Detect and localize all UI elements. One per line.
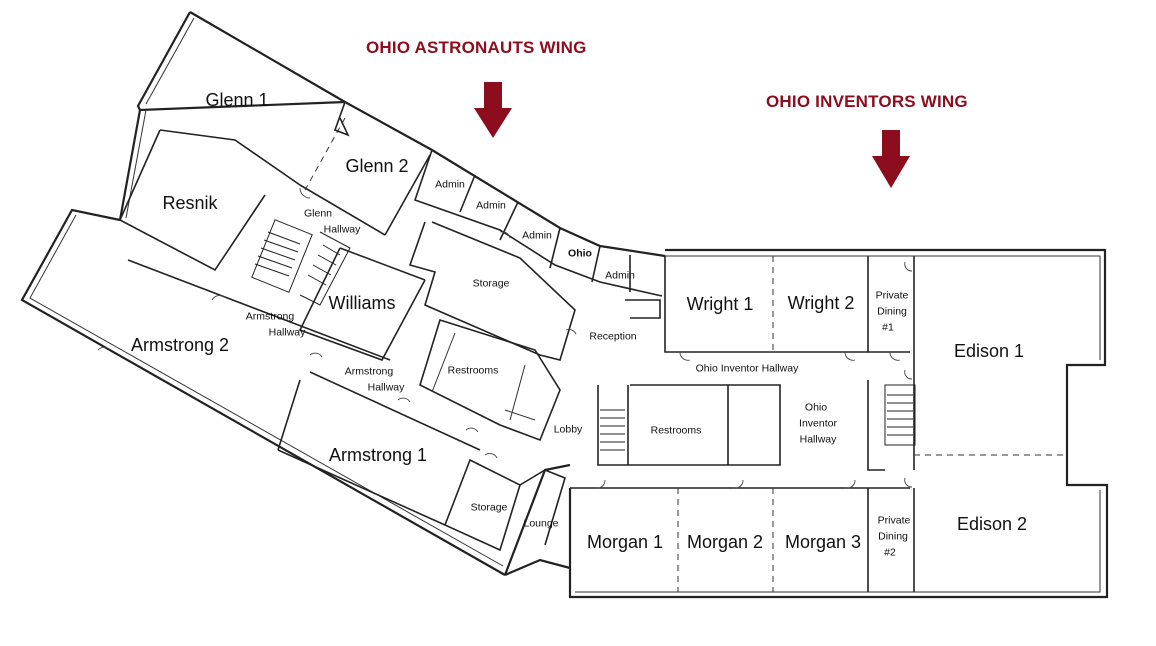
room-admin-1[interactable]: Admin	[435, 178, 465, 191]
room-edison-2[interactable]: Edison 2	[956, 513, 1028, 534]
room-glenn-2[interactable]: Glenn 2	[345, 155, 409, 176]
private-dining-1-label-2[interactable]: Dining	[877, 305, 907, 318]
room-edison-1[interactable]: Edison 1	[953, 340, 1025, 361]
inventors-wing-arrow	[872, 130, 910, 188]
glenn-hallway-label-1: Glenn	[303, 207, 333, 220]
armstrong-hallway-2-label-1: Armstrong	[344, 365, 394, 378]
room-armstrong-2[interactable]: Armstrong 2	[130, 334, 230, 355]
room-restrooms-1[interactable]: Restrooms	[447, 364, 499, 377]
ohio-inventor-hallway-label: Ohio Inventor Hallway	[695, 362, 799, 375]
room-admin-2[interactable]: Admin	[476, 199, 506, 212]
room-storage-2[interactable]: Storage	[470, 501, 508, 514]
room-restrooms-2[interactable]: Restrooms	[650, 424, 702, 437]
doors	[97, 187, 913, 489]
private-dining-2-label-1[interactable]: Private	[877, 514, 911, 527]
astronauts-wing-arrow	[474, 82, 512, 138]
room-armstrong-1[interactable]: Armstrong 1	[328, 444, 428, 465]
room-morgan-3[interactable]: Morgan 3	[784, 531, 862, 552]
armstrong-hallway-1-label-2: Hallway	[268, 326, 306, 339]
room-admin-4[interactable]: Admin	[605, 269, 635, 282]
room-reception[interactable]: Reception	[589, 330, 637, 343]
ohio-inventor-hallway-v-label-3: Hallway	[799, 433, 837, 446]
room-lobby[interactable]: Lobby	[553, 423, 583, 436]
room-storage-1[interactable]: Storage	[472, 277, 510, 290]
private-dining-2-label-2[interactable]: Dining	[878, 530, 908, 543]
room-admin-3[interactable]: Admin	[522, 229, 552, 242]
room-resnik[interactable]: Resnik	[162, 192, 218, 213]
inventors-wing-title: OHIO INVENTORS WING	[766, 92, 968, 111]
room-morgan-1[interactable]: Morgan 1	[586, 531, 664, 552]
private-dining-1-label-3[interactable]: #1	[882, 321, 894, 334]
room-morgan-2[interactable]: Morgan 2	[686, 531, 764, 552]
room-ohio[interactable]: Ohio	[568, 247, 592, 260]
private-dining-1-label-1[interactable]: Private	[875, 289, 909, 302]
inventors-wing-walls	[568, 248, 1109, 599]
astronauts-wing-walls	[20, 11, 666, 577]
room-lounge[interactable]: Lounge	[523, 517, 559, 530]
glenn-hallway-label-2: Hallway	[323, 223, 361, 236]
room-williams[interactable]: Williams	[328, 292, 396, 313]
astronauts-wing-title: OHIO ASTRONAUTS WING	[366, 38, 587, 57]
armstrong-hallway-1-label-1: Armstrong	[245, 310, 295, 323]
ohio-inventor-hallway-v-label-2: Inventor	[799, 417, 837, 430]
armstrong-hallway-2-label-2: Hallway	[367, 381, 405, 394]
room-glenn-1[interactable]: Glenn 1	[205, 89, 269, 110]
ohio-inventor-hallway-v-label-1: Ohio	[804, 401, 828, 414]
room-wright-1[interactable]: Wright 1	[686, 293, 754, 314]
private-dining-2-label-3[interactable]: #2	[884, 546, 896, 559]
room-wright-2[interactable]: Wright 2	[787, 292, 855, 313]
